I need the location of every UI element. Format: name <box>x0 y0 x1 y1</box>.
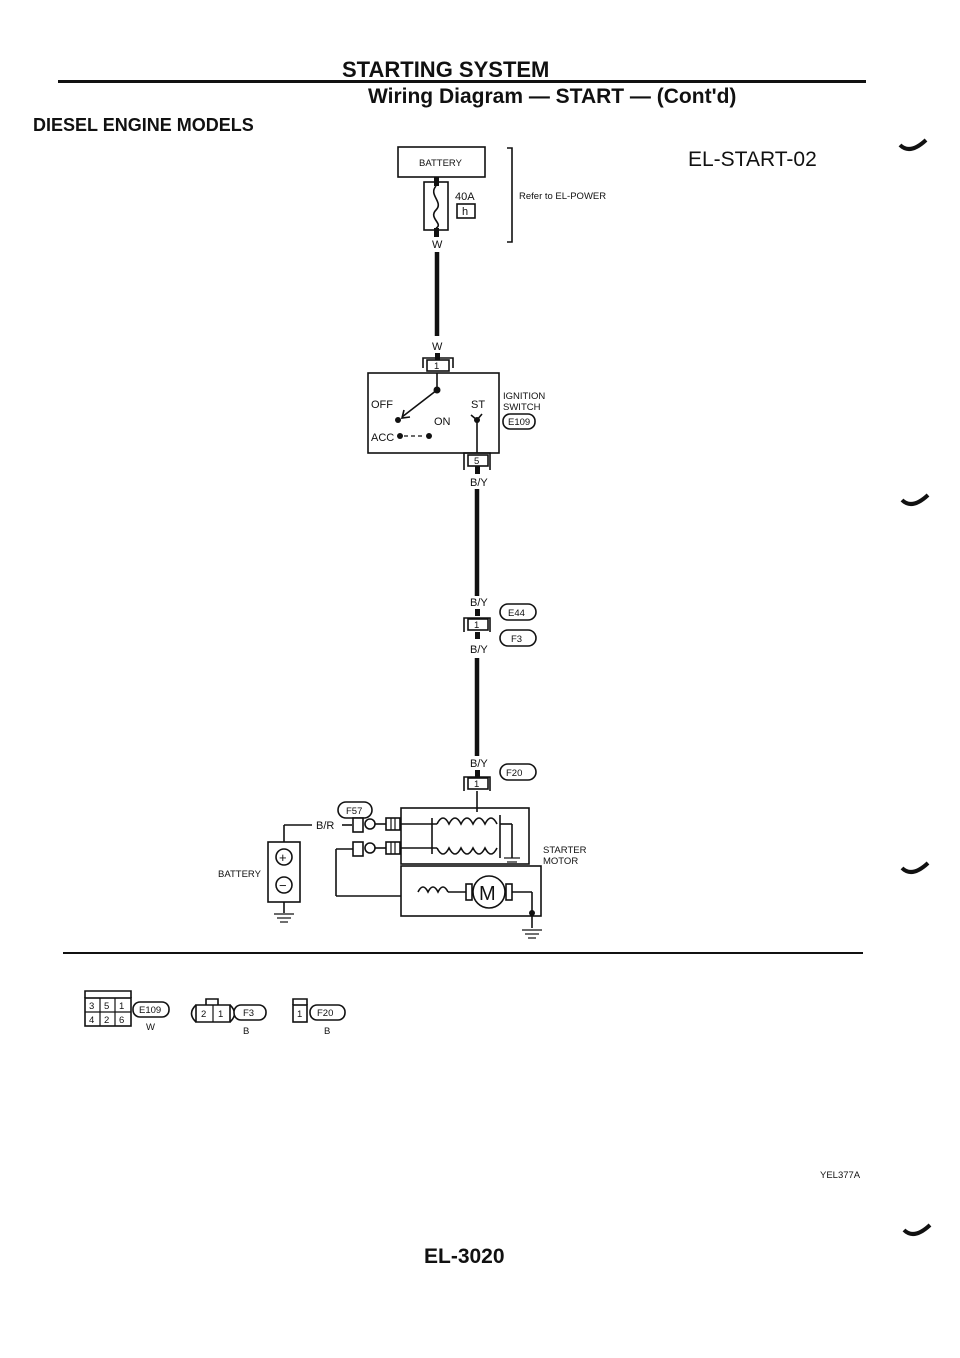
joint-connector-bottom-badge <box>499 629 537 647</box>
ignition-pin-out: 5 <box>474 456 479 467</box>
car-battery-box <box>267 841 301 903</box>
ignition-pin-in-box <box>426 359 450 372</box>
ignition-label-2: SWITCH <box>503 402 541 413</box>
fuse-box <box>423 181 449 231</box>
margin-mark-icon <box>898 138 928 151</box>
page-title: STARTING SYSTEM <box>342 57 549 82</box>
motor-symbol: M <box>479 883 496 905</box>
ignition-pin-in: 1 <box>434 361 439 372</box>
fuse-rating: 40A <box>455 191 475 203</box>
ignition-switch-box <box>367 372 500 454</box>
battery-label: BATTERY <box>419 158 463 169</box>
solenoid-coil-icon <box>436 817 498 826</box>
ignition-on: ON <box>434 416 451 428</box>
joint-pin-box <box>467 618 489 631</box>
legend-f3-pin: 1 <box>218 1009 223 1020</box>
starter-pin: 1 <box>474 779 479 790</box>
motor-symbol-icon <box>472 875 506 909</box>
legend-e109-pin: 6 <box>119 1015 124 1026</box>
legend-e109-pin: 3 <box>89 1001 94 1012</box>
refer-text: Refer to EL-POWER <box>519 191 606 202</box>
margin-mark-icon <box>900 861 930 874</box>
field-coil-icon <box>417 886 449 894</box>
legend-e109-id: E109 <box>139 1005 161 1016</box>
joint-connector: 1 E44 F3 <box>463 603 537 647</box>
motor-box <box>400 865 542 917</box>
title-rule <box>58 80 866 83</box>
wire-color-by-1: B/Y <box>470 477 488 489</box>
fuse-letter: h <box>462 206 468 218</box>
joint-connector-top-badge <box>499 603 537 621</box>
joint-connector-top: E44 <box>508 608 525 619</box>
page-number: EL-3020 <box>424 1245 505 1268</box>
battery-minus: − <box>279 878 287 893</box>
wire-color-by-3: B/Y <box>470 644 488 656</box>
section-label: DIESEL ENGINE MODELS <box>33 115 254 135</box>
battery-plus: + <box>279 850 287 865</box>
starter-label-1: STARTER <box>543 845 587 856</box>
fuse-icon <box>432 185 440 229</box>
b-terminal-connector: F57 <box>346 806 362 817</box>
margin-mark-icon <box>900 493 930 506</box>
figure-id: YEL377A <box>820 1170 861 1181</box>
legend-f20-color: B <box>324 1026 330 1037</box>
minus-icon <box>275 876 293 894</box>
legend-f3-color: B <box>243 1026 249 1037</box>
connector-legend-e109: 3 5 1 4 2 6 E109 W <box>84 990 170 1033</box>
ignition-st: ST <box>471 399 485 411</box>
legend-f20-id: F20 <box>317 1008 333 1019</box>
legend-e109-pin: 4 <box>89 1015 94 1026</box>
connector-legend-f20: 1 F20 B <box>292 998 346 1037</box>
wire-color-w-bottom: W <box>432 341 443 353</box>
ignition-acc: ACC <box>371 432 394 444</box>
starter-pin-box <box>467 777 489 790</box>
battery-box <box>397 146 486 178</box>
starter-motor: M STARTER MOTOR <box>364 807 587 939</box>
ignition-connector: E109 <box>508 417 530 428</box>
legend-f3-id: F3 <box>243 1008 254 1019</box>
wire-color-by-4: B/Y <box>470 758 488 770</box>
starter-label-2: MOTOR <box>543 856 578 867</box>
legend-e109-pin: 5 <box>104 1001 109 1012</box>
connector-legend-f3: 2 1 F3 B <box>190 998 267 1037</box>
legend-e109-pin: 1 <box>119 1001 124 1012</box>
ignition-label-1: IGNITION <box>503 391 545 402</box>
refer-bracket <box>507 147 513 243</box>
ignition-off: OFF <box>371 399 393 411</box>
wire-color-by-2: B/Y <box>470 597 488 609</box>
wire-color-w-top: W <box>432 239 443 251</box>
legend-f3-pin: 2 <box>201 1009 206 1020</box>
plus-icon <box>275 848 293 866</box>
solenoid-box <box>400 807 530 865</box>
starter-connector-id: F20 <box>506 768 522 779</box>
page-subtitle: Wiring Diagram — START — (Cont'd) <box>368 85 736 108</box>
joint-pin: 1 <box>474 620 479 631</box>
ignition-connector-badge <box>502 413 536 430</box>
wire-color-br: B/R <box>316 820 334 832</box>
legend-f20-pin: 1 <box>297 1009 302 1020</box>
ignition-switch: 1 OFF ST ON ACC 5 IGNITION SWITCH E109 <box>367 357 545 474</box>
margin-mark-icon <box>902 1223 932 1236</box>
legend-e109-color: W <box>146 1022 155 1033</box>
car-battery-label: BATTERY <box>218 869 262 880</box>
car-battery: + − BATTERY <box>218 841 301 923</box>
starter-connector: 1 F20 <box>463 763 537 791</box>
starter-connector-badge <box>499 763 537 781</box>
fuse-letter-box <box>456 203 476 219</box>
joint-connector-bottom: F3 <box>511 634 522 645</box>
diagram-code: EL-START-02 <box>688 148 817 171</box>
legend-e109-pin: 2 <box>104 1015 109 1026</box>
battery-fuse-block: BATTERY 40A h Refer to EL-POWER <box>397 146 606 243</box>
legend-separator <box>63 952 863 954</box>
